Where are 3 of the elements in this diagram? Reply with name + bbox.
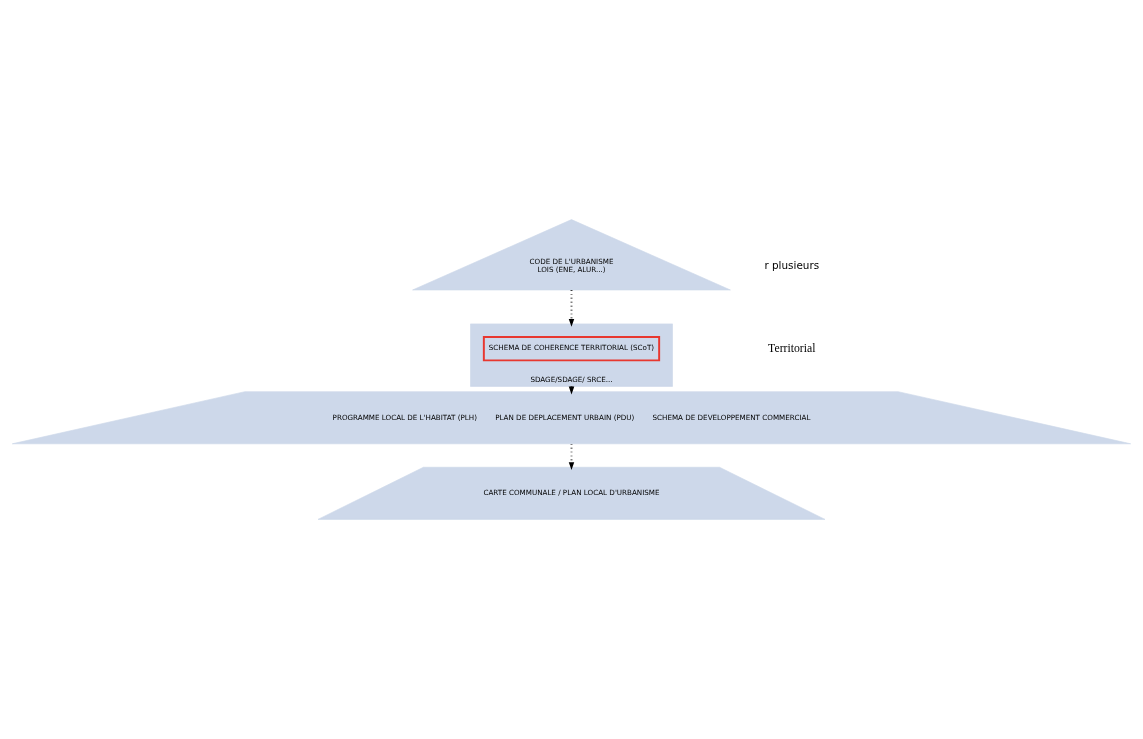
- arrow: [568, 385, 575, 395]
- label: Territorial: [768, 341, 816, 355]
- label: r plusieurs: [764, 259, 820, 272]
